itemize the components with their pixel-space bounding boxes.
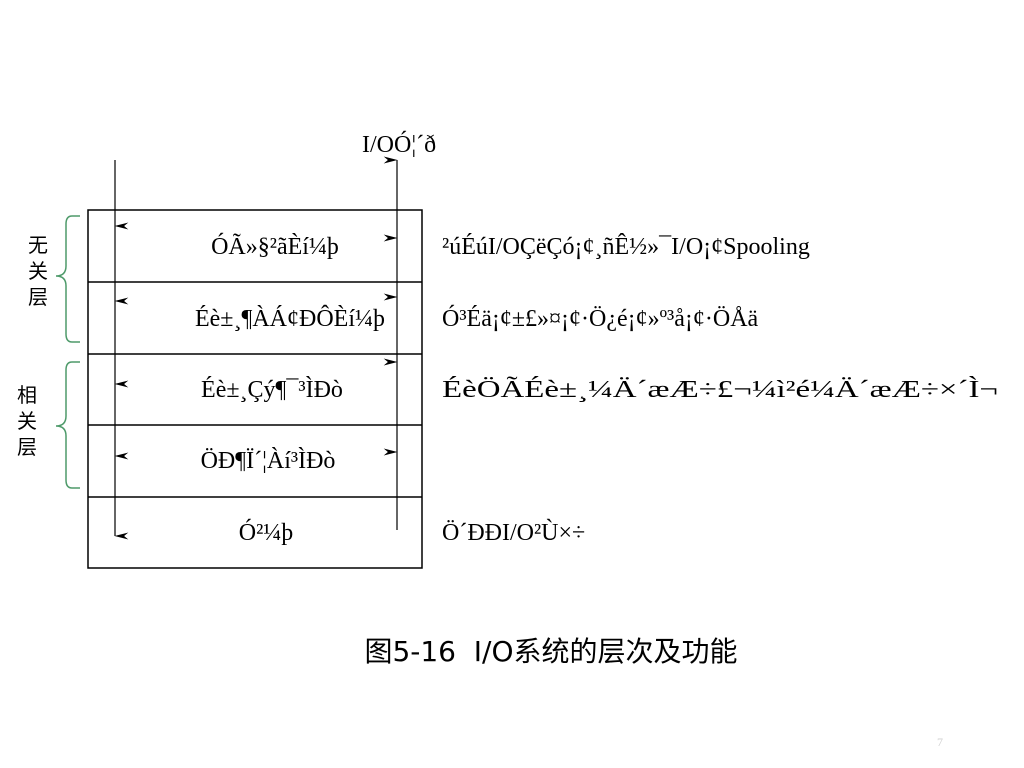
layer-name-hardware: Ó²¼þ (239, 519, 294, 546)
layer-stack-frame (87, 209, 423, 569)
layer-name-device-independent: Éè±¸¶ÀÁ¢ÐÔÈí¼þ (195, 305, 385, 332)
layer-function-user-software: ²úÉúI/OÇëÇó¡¢¸ñÊ½»¯I/O¡¢Spooling (442, 234, 810, 260)
io-response-label: I/OÓ¦´ð (362, 131, 436, 158)
page-number: 7 (937, 735, 943, 749)
group-label-char: 相 (17, 383, 37, 407)
layer-function-device-driver: ÉèÖÃÉè±¸¼Ä´æÆ÷£¬¼ì²é¼Ä´æÆ÷×´Ì¬ (442, 377, 998, 403)
layer-name-device-driver: Éè±¸Çý¶¯³ÌÐò (201, 377, 343, 403)
group-bracket-dependent (55, 361, 80, 489)
layer-name-user-software: ÓÃ»§²ãÈí¼þ (211, 233, 339, 260)
layer-function-device-independent: Ó³Éä¡¢±£»¤¡¢·Ö¿é¡¢»º³å¡¢·ÖÅä (442, 305, 759, 332)
group-label-char: 无 (28, 233, 48, 257)
figure-caption: 图5-16 I/O系统的层次及功能 (364, 635, 737, 668)
group-label-char: 层 (17, 435, 37, 459)
layer-name-interrupt-handler: ÖÐ¶Ï´¦Àí³ÌÐò (201, 448, 336, 474)
group-label-char: 层 (28, 285, 48, 309)
group-bracket-independent (55, 215, 80, 343)
layer-function-hardware: Ö´ÐÐI/O²Ù×÷ (442, 519, 585, 546)
group-label-char: 关 (28, 259, 48, 283)
group-label-char: 关 (17, 409, 37, 433)
